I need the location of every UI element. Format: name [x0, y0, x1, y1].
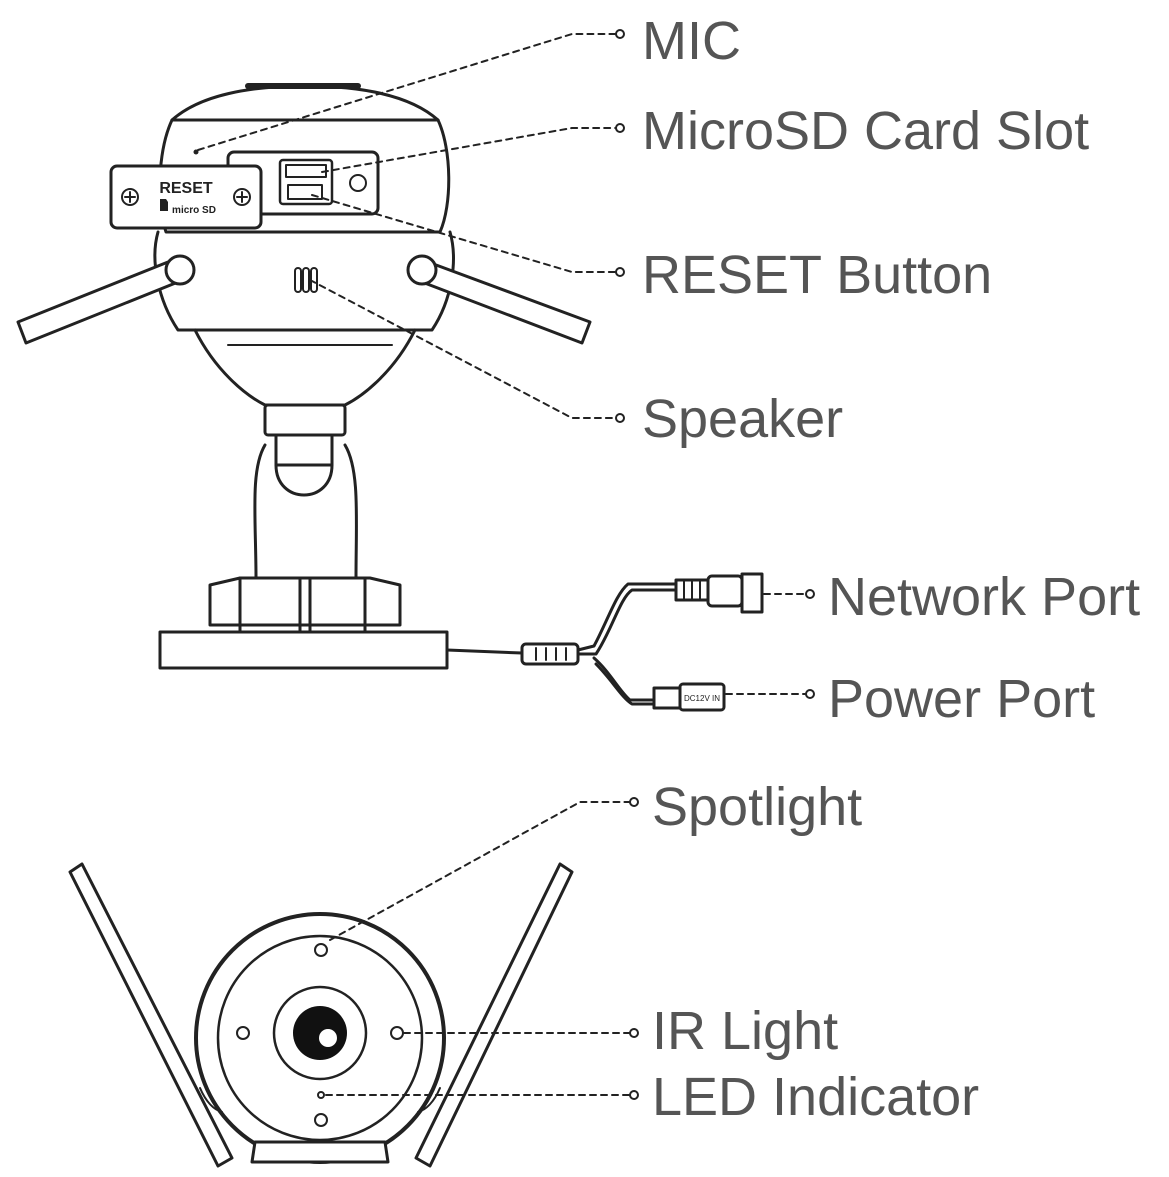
- label-led-indicator: LED Indicator: [652, 1067, 980, 1127]
- label-mic: MIC: [642, 11, 741, 71]
- label-microsd-card-slot: MicroSD Card Slot: [642, 101, 1090, 161]
- leader-reset: [311, 194, 621, 273]
- power-jack-marking: DC12V IN: [684, 694, 720, 703]
- reset-microsd-plate: RESET micro SD: [109, 164, 263, 230]
- leader-lines: [197, 33, 811, 1096]
- label-ir-light: IR Light: [652, 1001, 839, 1061]
- camera-front-view: [68, 862, 574, 1168]
- camera-side-view: [16, 83, 592, 670]
- leader-speaker: [309, 279, 621, 419]
- leader-microsd: [321, 127, 621, 173]
- cable-assembly: DC12V IN: [445, 572, 764, 712]
- label-spotlight: Spotlight: [652, 777, 863, 837]
- label-reset-button: RESET Button: [642, 245, 993, 305]
- plate-microsd-text: micro SD: [172, 205, 216, 216]
- leader-terminals: [615, 29, 815, 1100]
- label-speaker: Speaker: [642, 389, 844, 449]
- leader-mic: [197, 33, 621, 151]
- label-power-port: Power Port: [828, 669, 1096, 729]
- leader-spotlight: [329, 801, 635, 941]
- plate-reset-text: RESET: [159, 180, 213, 197]
- label-network-port: Network Port: [828, 567, 1141, 627]
